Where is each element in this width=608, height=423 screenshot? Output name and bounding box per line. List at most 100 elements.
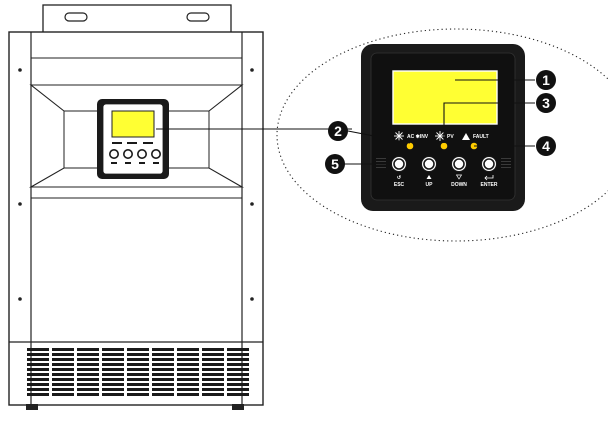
vent-slot	[77, 388, 99, 391]
vent-slot	[177, 358, 199, 361]
vent-slot	[127, 363, 149, 366]
vent-slot	[177, 373, 199, 376]
callout-1: 1	[536, 70, 556, 90]
callout-number: 4	[542, 138, 550, 154]
vent-slot	[52, 368, 74, 371]
vent-slot	[27, 383, 49, 386]
vent-slot	[52, 358, 74, 361]
pv-led	[440, 142, 448, 150]
sun-icon	[394, 131, 404, 141]
vent-slot	[77, 363, 99, 366]
vent-slot	[127, 358, 149, 361]
vent-slot	[77, 393, 99, 396]
vent-slot	[202, 358, 224, 361]
vent-slot	[152, 383, 174, 386]
vent-slot	[152, 358, 174, 361]
vent-slot	[227, 393, 249, 396]
vent-slot	[202, 348, 224, 351]
vent-slot	[152, 363, 174, 366]
vent-slot	[202, 373, 224, 376]
vent-slot	[127, 378, 149, 381]
control-panel-enlarged: AC ✱INV PV FAULT	[361, 44, 525, 211]
callout-2: 2	[328, 121, 348, 141]
fault-label: FAULT	[473, 134, 489, 140]
warning-triangle-icon	[462, 133, 470, 140]
vent-slot	[27, 388, 49, 391]
vent-slot	[227, 363, 249, 366]
callout-number: 3	[542, 95, 550, 111]
vent-slot	[77, 378, 99, 381]
vent-grille	[27, 348, 249, 396]
vent-slot	[27, 393, 49, 396]
vent-slot	[52, 373, 74, 376]
vent-slot	[177, 368, 199, 371]
vent-slot	[27, 368, 49, 371]
vent-slot	[52, 378, 74, 381]
pv-indicator: PV	[435, 131, 454, 150]
sun-icon	[435, 131, 445, 141]
enter-label: ENTER	[481, 182, 498, 188]
vent-slot	[77, 383, 99, 386]
vent-slot	[52, 348, 74, 351]
vent-slot	[102, 353, 124, 356]
vent-slot	[202, 363, 224, 366]
screw-icon	[18, 68, 254, 301]
vent-slot	[102, 363, 124, 366]
inverter-unit	[8, 4, 264, 410]
vent-slot	[227, 388, 249, 391]
vent-slot	[27, 373, 49, 376]
vent-slot	[27, 378, 49, 381]
vent-slot	[52, 388, 74, 391]
vent-slot	[227, 368, 249, 371]
indicator-row: AC ✱INV PV FAULT	[394, 131, 489, 150]
control-panel-small	[97, 99, 169, 179]
vent-slot	[152, 353, 174, 356]
callout-5: 5	[325, 154, 345, 174]
vent-slot	[52, 353, 74, 356]
vent-slot	[127, 353, 149, 356]
vent-slot	[52, 393, 74, 396]
vent-slot	[127, 383, 149, 386]
vent-slot	[227, 353, 249, 356]
ac-inv-label: AC ✱INV	[407, 134, 429, 140]
vent-slot	[177, 378, 199, 381]
vent-slot	[102, 368, 124, 371]
vent-slot	[102, 373, 124, 376]
return-icon: ↺	[397, 175, 401, 181]
lcd-screen	[392, 70, 498, 125]
vent-slot	[127, 373, 149, 376]
vent-slot	[77, 353, 99, 356]
mounting-bracket	[42, 4, 232, 34]
down-button[interactable]: DOWN	[451, 156, 467, 189]
vent-slot	[177, 363, 199, 366]
vent-slot	[102, 358, 124, 361]
callout-4: 4	[536, 136, 556, 156]
vent-slot	[27, 358, 49, 361]
up-button[interactable]: UP	[421, 156, 437, 189]
vent-slot	[127, 348, 149, 351]
vent-slot	[77, 373, 99, 376]
vent-slot	[77, 368, 99, 371]
vent-slot	[102, 393, 124, 396]
vent-slot	[202, 378, 224, 381]
down-arrow-icon	[455, 174, 463, 180]
vent-slot	[102, 348, 124, 351]
vent-slot	[27, 353, 49, 356]
vent-slot	[177, 393, 199, 396]
callout-leaders	[344, 79, 535, 165]
indicator-leds-small	[112, 142, 153, 144]
vent-slot	[202, 393, 224, 396]
esc-button[interactable]: ↺ ESC	[391, 156, 407, 189]
vent-slot	[227, 348, 249, 351]
zoom-outline	[276, 28, 608, 242]
vent-slot	[27, 348, 49, 351]
lcd-screen-small	[111, 110, 155, 138]
vent-slot	[77, 358, 99, 361]
vent-slot	[152, 348, 174, 351]
vent-slot	[102, 383, 124, 386]
enter-button[interactable]: ENTER	[481, 156, 498, 189]
ac-inv-led	[406, 142, 414, 150]
vent-slot	[177, 353, 199, 356]
mounting-feet	[26, 404, 244, 410]
ac-inv-indicator: AC ✱INV	[394, 131, 429, 150]
